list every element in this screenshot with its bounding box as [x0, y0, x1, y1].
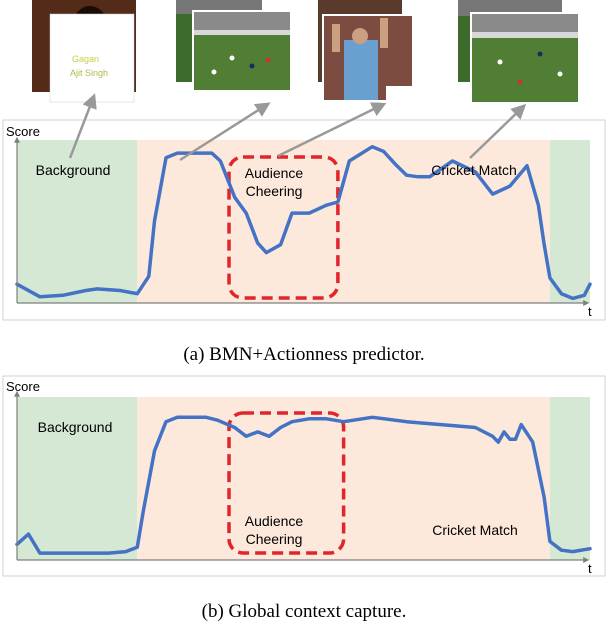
- region-action-1-panel-a: [137, 140, 550, 303]
- region-background-0-panel-b: [17, 397, 138, 560]
- annotation-audience-line2-panel-b: Cheering: [246, 531, 303, 547]
- x-axis-label-panel-a: t: [588, 304, 592, 319]
- annotation-audience-line2-panel-a: Cheering: [246, 183, 303, 199]
- chart-panel-b: Score t Background Audience Cheering Cri…: [2, 375, 606, 622]
- thumbnail-caption-line1: Gagan: [72, 54, 99, 64]
- annotation-background-panel-b: Background: [38, 419, 113, 435]
- arrow-to-field: [179, 102, 271, 162]
- annotation-cricket-panel-a: Cricket Match: [431, 162, 517, 178]
- thumbnail-caption-line2: Ajit Singh: [70, 68, 108, 78]
- annotation-background-panel-a: Background: [36, 162, 111, 178]
- region-background-0-panel-a: [17, 140, 138, 303]
- caption-panel-a: (a) BMN+Actionness predictor.: [183, 344, 424, 365]
- annotation-audience-line1-panel-b: Audience: [245, 513, 304, 529]
- y-axis-label-panel-b: Score: [6, 379, 40, 394]
- series-line-panel-a: [15, 144, 592, 301]
- y-axis-label-panel-a: Score: [6, 124, 40, 139]
- arrow-to-cricket: [469, 103, 527, 159]
- annotation-cricket-panel-b: Cricket Match: [432, 522, 518, 538]
- caption-panel-b: (b) Global context capture.: [202, 601, 407, 622]
- thumbnail-field-stack: [176, 0, 292, 92]
- arrow-to-title-card: [68, 93, 97, 159]
- arrow-to-cheering: [277, 102, 387, 158]
- x-axis-label-panel-b: t: [588, 561, 592, 576]
- thumbnail-cricket-stack: [458, 0, 580, 104]
- thumbnail-strip: Gagan Ajit Singh: [32, 0, 580, 104]
- highlight-box-panel-b: [227, 411, 346, 555]
- highlight-box-panel-a: [227, 155, 340, 300]
- region-background-2-panel-a: [549, 140, 590, 303]
- series-line-panel-b: [15, 415, 592, 555]
- thumbnail-cheering-stack: [318, 0, 414, 102]
- chart-panel-a: Score t Background Audience Cheering Cri…: [2, 93, 606, 365]
- annotation-audience-line1-panel-a: Audience: [245, 165, 304, 181]
- thumbnail-title-card: Gagan Ajit Singh: [32, 0, 136, 103]
- region-background-2-panel-b: [549, 397, 590, 560]
